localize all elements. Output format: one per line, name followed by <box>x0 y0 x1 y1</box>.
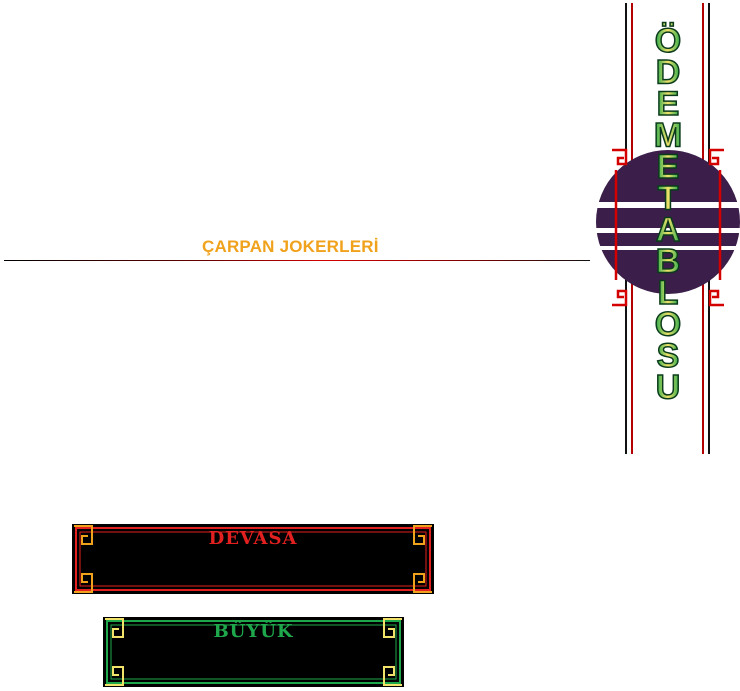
banner-letter: O <box>655 306 681 344</box>
banner-letter: D <box>656 54 681 92</box>
jackpot-panel-buyuk: BÜYÜK <box>101 615 406 689</box>
section-header: ÇARPAN JOKERLERİ <box>0 234 590 268</box>
banner-letter: B <box>656 243 681 281</box>
banner-letter: A <box>656 211 681 249</box>
banner-letter: E <box>657 148 680 186</box>
panel-frame-devasa <box>72 524 434 594</box>
banner-letter: L <box>658 274 679 312</box>
section-title: ÇARPAN JOKERLERİ <box>202 237 379 256</box>
banner-letter: T <box>658 180 679 218</box>
jackpot-label-buyuk: BÜYÜK <box>213 621 294 642</box>
banner-letter: M <box>654 117 682 155</box>
banner-letter: E <box>657 85 680 123</box>
panel-frame-buyuk <box>103 617 404 687</box>
jackpot-panel-devasa: DEVASA <box>70 522 436 596</box>
jackpot-label-devasa: DEVASA <box>208 528 298 549</box>
emblem-circle <box>596 150 740 294</box>
section-divider <box>4 260 590 261</box>
banner-letter: U <box>656 369 681 407</box>
banner-letter: Ö <box>655 22 681 60</box>
banner-letter: S <box>657 337 680 375</box>
